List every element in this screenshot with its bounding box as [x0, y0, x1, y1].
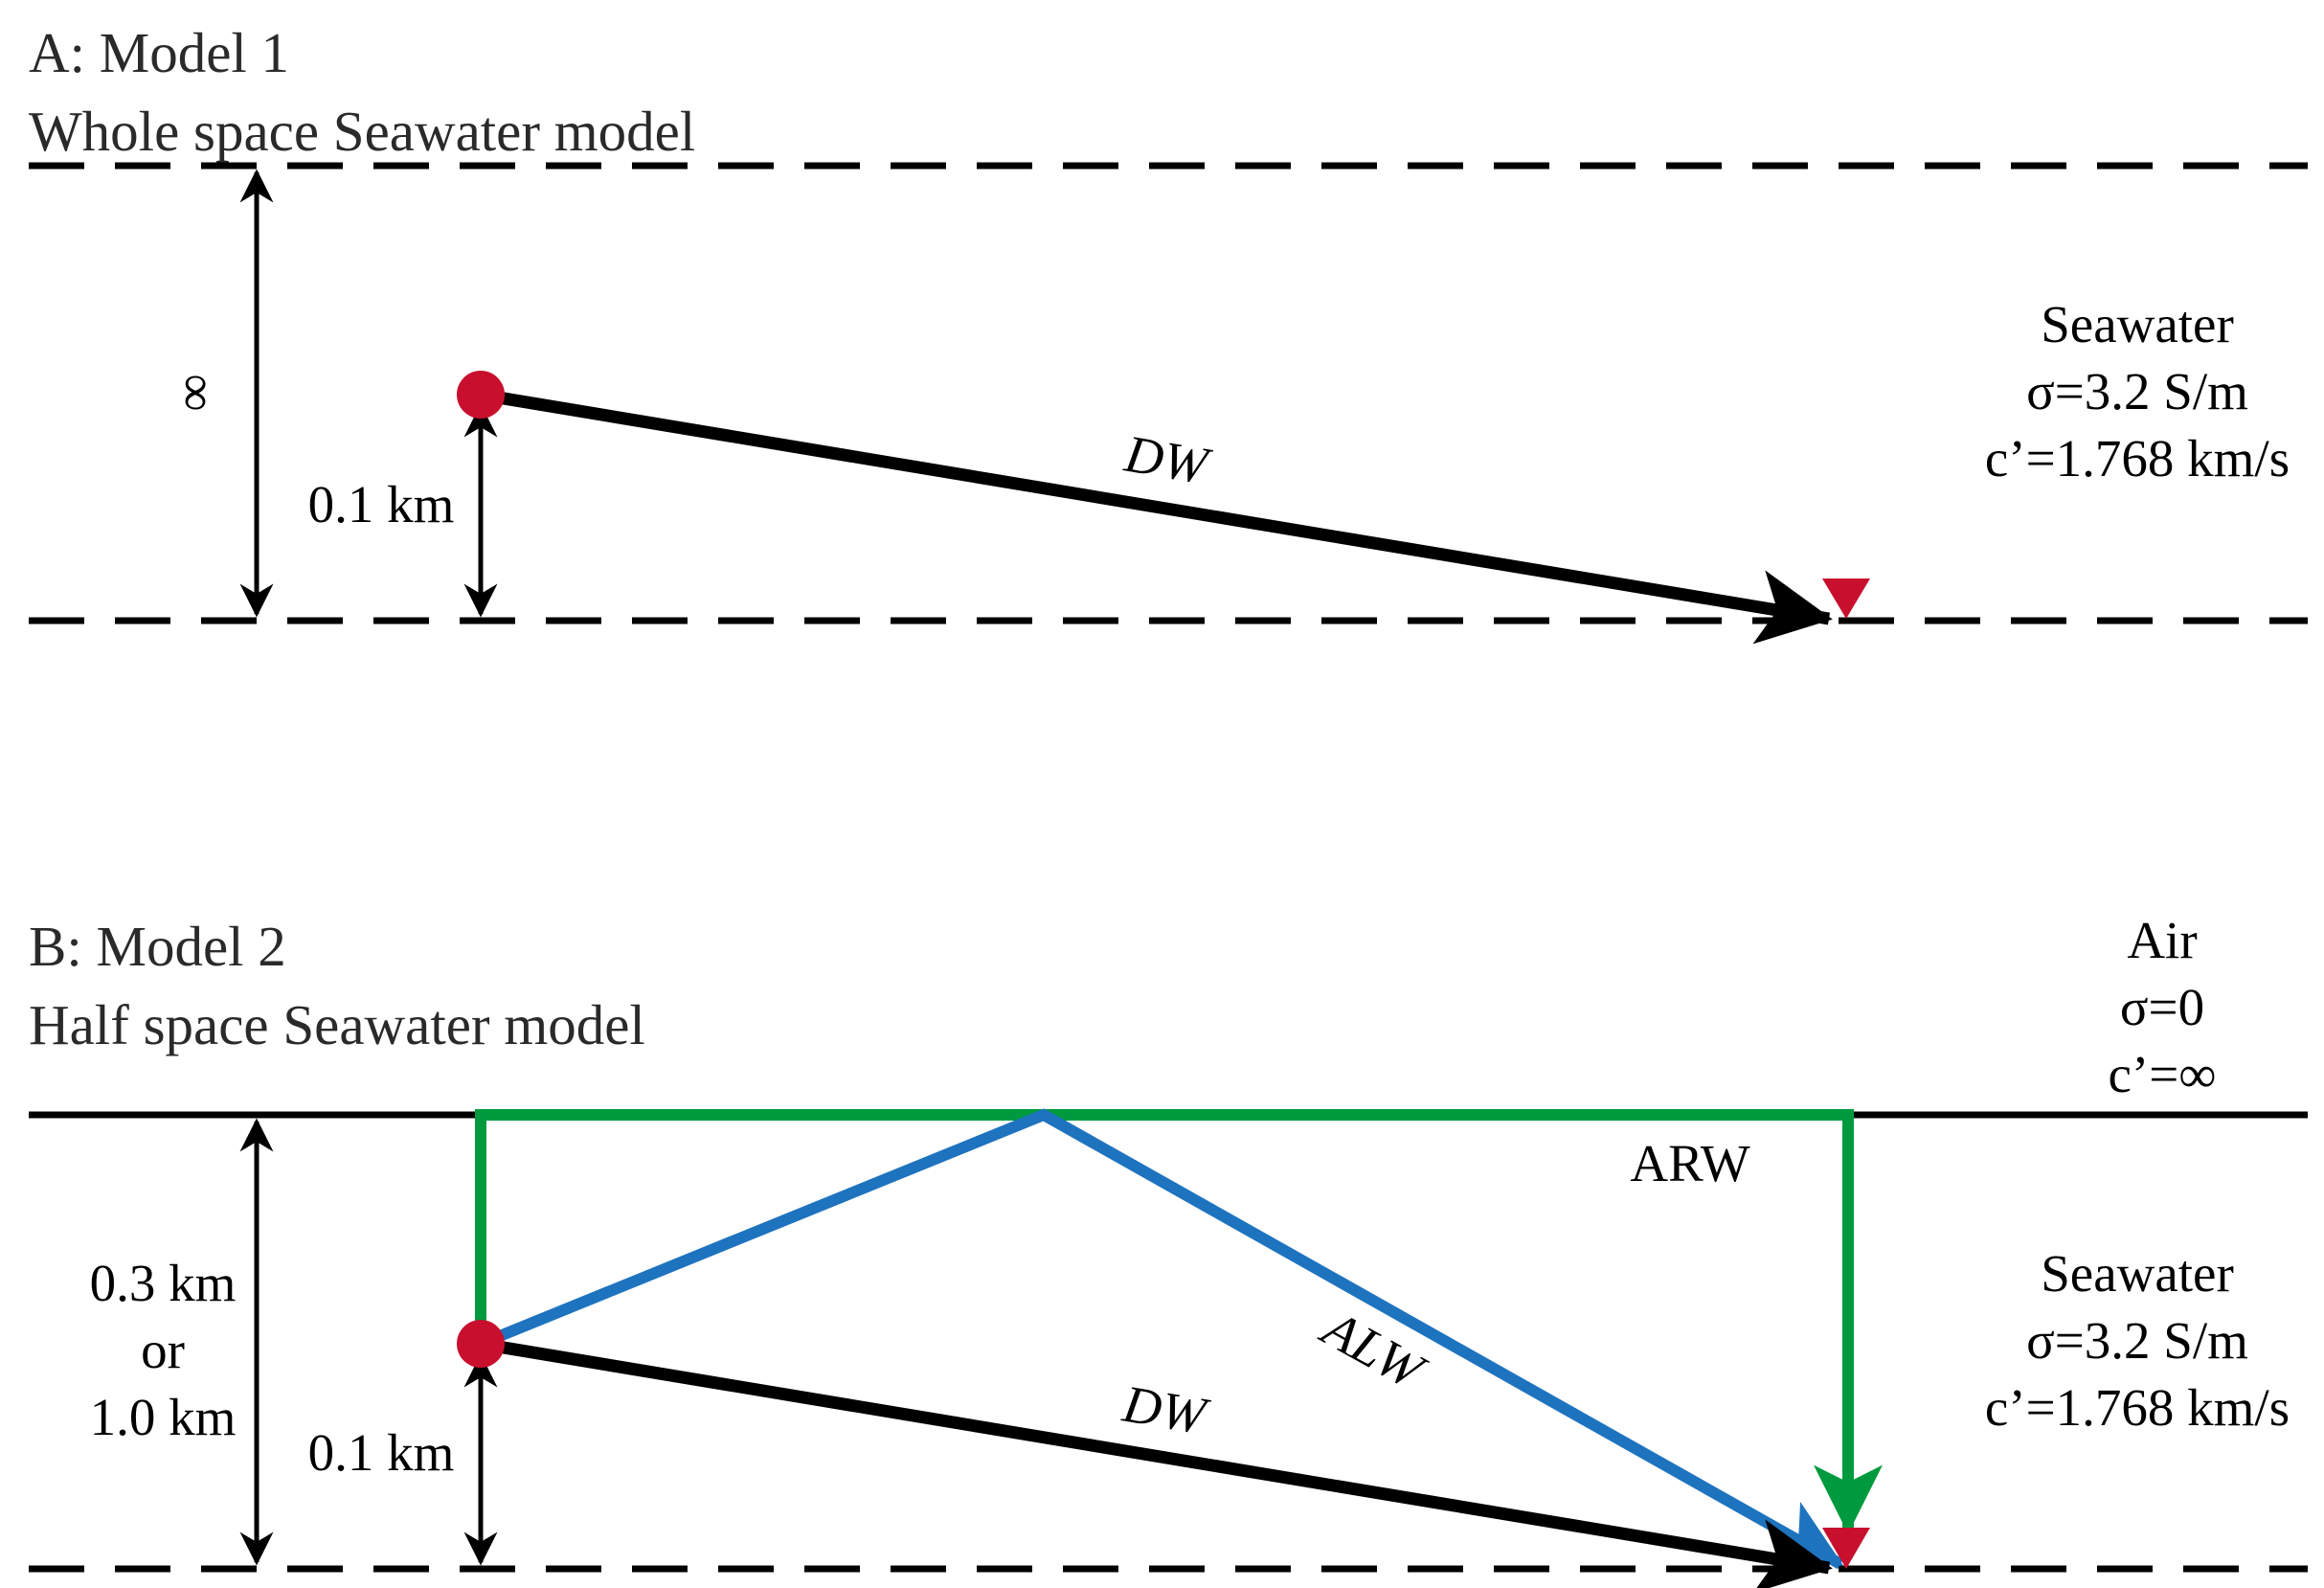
source-depth-label: 0.1 km — [308, 475, 455, 533]
receiver-triangle — [1822, 578, 1870, 619]
direct-wave-path — [479, 1337, 1833, 1588]
medium-speed: c’=1.768 km/s — [1985, 1378, 2290, 1437]
thickness-label-line-1: 0.3 km — [90, 1254, 237, 1312]
panel-b-label: B: Model 2 — [29, 915, 286, 978]
direct-wave-label: DW — [1118, 1374, 1213, 1446]
air-name: Air — [2127, 911, 2197, 969]
air-lateral-wave-label: ALW — [1310, 1297, 1435, 1402]
panel-a-subtitle: Whole space Seawater model — [29, 100, 695, 163]
air-conductivity: σ=0 — [2120, 978, 2204, 1036]
air-reflected-wave-path — [475, 1109, 1883, 1534]
panel-a: A: Model 1 Whole space Seawater model ∞ … — [29, 21, 2308, 645]
panel-a-label: A: Model 1 — [29, 21, 289, 84]
source-dot — [457, 371, 505, 419]
direct-wave-path — [479, 388, 1833, 645]
direct-wave-label: DW — [1120, 424, 1215, 496]
thickness-label: ∞ — [164, 374, 222, 411]
thickness-label-line-2: or — [141, 1321, 185, 1379]
medium-name: Seawater — [2041, 1244, 2234, 1303]
thickness-label-line-3: 1.0 km — [90, 1388, 237, 1446]
medium-name: Seawater — [2041, 295, 2234, 353]
medium-speed: c’=1.768 km/s — [1985, 429, 2290, 488]
medium-conductivity: σ=3.2 S/m — [2026, 1311, 2248, 1370]
air-reflected-wave-label: ARW — [1630, 1134, 1749, 1192]
source-depth-label: 0.1 km — [308, 1423, 455, 1482]
medium-conductivity: σ=3.2 S/m — [2026, 362, 2248, 420]
receiver-triangle — [1822, 1528, 1870, 1569]
panel-b-subtitle: Half space Seawater model — [29, 993, 645, 1056]
panel-b: B: Model 2 Half space Seawater model Air… — [29, 911, 2308, 1588]
air-speed: c’=∞ — [2109, 1045, 2217, 1103]
source-dot — [457, 1320, 505, 1368]
air-lateral-wave-path — [478, 1108, 1844, 1570]
